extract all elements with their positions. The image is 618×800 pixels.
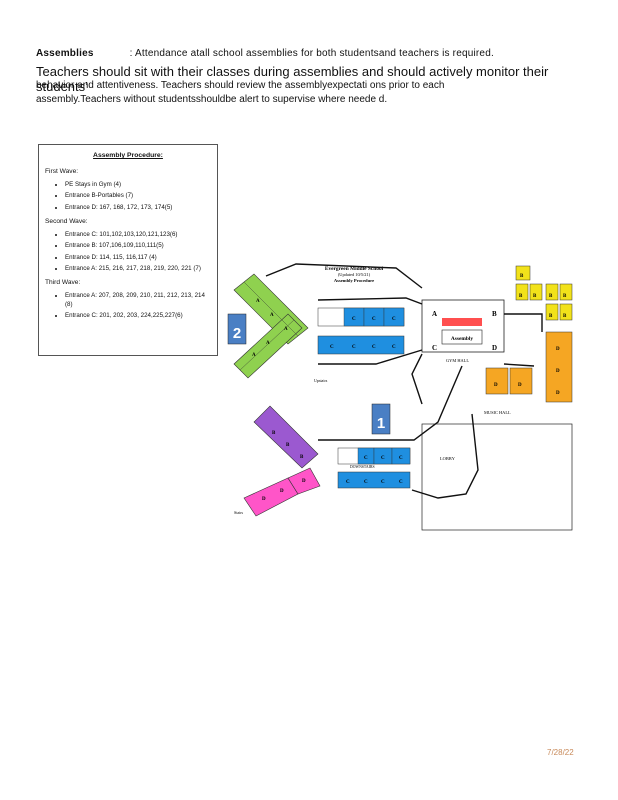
list-item: Entrance C: 101,102,103,120,121,123(6) <box>65 231 211 239</box>
third-wave-heading: Third Wave: <box>45 279 81 287</box>
svg-text:D: D <box>262 497 266 502</box>
map-updated: (Updated 10/5/21) <box>338 272 371 277</box>
svg-text:B: B <box>520 274 524 279</box>
assembly-box <box>441 329 483 345</box>
list-item: Entrance D: 114, 115, 116,117 (4) <box>65 254 211 262</box>
svg-text:A: A <box>270 313 274 318</box>
svg-text:B: B <box>563 314 567 319</box>
intro-sentence-2: Teachers should sit with their classes d… <box>36 64 549 94</box>
intro-line-1: Assemblies : Attendance atall school asse… <box>36 48 596 59</box>
svg-text:B: B <box>533 294 537 299</box>
floor-map-svg: Evergreen Middle School (Updated 10/5/21… <box>227 263 573 531</box>
svg-text:A: A <box>284 327 288 332</box>
route-arrows <box>265 263 543 499</box>
svg-text:D: D <box>556 391 560 396</box>
wing-a-rooms: A A A A A <box>233 273 309 379</box>
lobby-label: LOBBY <box>440 456 456 461</box>
footer-date: 7/28/22 <box>547 748 574 757</box>
downstairs-label: DOWNSTAIRS <box>350 465 375 469</box>
wall-2-number: 2 <box>233 325 241 342</box>
svg-text:C: C <box>381 456 385 461</box>
svg-text:C: C <box>392 317 396 322</box>
svg-text:A: A <box>252 353 256 358</box>
upstairs-label: Upstairs <box>314 378 328 383</box>
first-wave-list: PE Stays in Gym (4) Entrance B-Portables… <box>45 181 211 212</box>
svg-text:B: B <box>549 314 553 319</box>
list-item: PE Stays in Gym (4) <box>65 181 211 189</box>
lower-building <box>421 423 573 531</box>
second-wave-list: Entrance C: 101,102,103,120,121,123(6) E… <box>45 231 211 273</box>
svg-text:B: B <box>286 443 290 448</box>
svg-text:D: D <box>280 489 284 494</box>
svg-text:B: B <box>519 294 523 299</box>
list-item: Entrance D: 167, 168, 172, 173, 174(5) <box>65 204 211 212</box>
music-hall-label: MUSIC HALL <box>484 410 511 415</box>
svg-text:C: C <box>399 456 403 461</box>
assembly-label: Assembly <box>451 336 473 342</box>
school-floor-map: Evergreen Middle School (Updated 10/5/21… <box>226 254 578 540</box>
svg-text:A: A <box>432 310 437 318</box>
list-item: Entrance A: 215, 216, 217, 218, 219, 220… <box>65 265 211 273</box>
list-item: Entrance C: 201, 202, 203, 224,225,227(6… <box>65 312 211 320</box>
svg-text:B: B <box>300 455 304 460</box>
wall-2-marker <box>227 313 247 345</box>
svg-text:C: C <box>346 480 350 485</box>
map-title: Evergreen Middle School <box>325 266 384 272</box>
intro-line-3: behavior and attentiveness. Teachers sho… <box>36 80 445 91</box>
svg-text:D: D <box>518 383 522 388</box>
svg-text:C: C <box>352 345 356 350</box>
svg-text:D: D <box>492 344 497 352</box>
wing-d-rooms: D D D <box>243 467 321 517</box>
blue-c-rooms-upper: C C C C C C C <box>317 307 405 355</box>
svg-text:C: C <box>399 480 403 485</box>
first-wave-heading: First Wave: <box>45 168 79 176</box>
stage-marker <box>442 318 482 326</box>
svg-text:C: C <box>381 480 385 485</box>
svg-text:A: A <box>256 299 260 304</box>
svg-text:D: D <box>556 369 560 374</box>
map-subtitle: Assembly Procedure <box>334 278 374 283</box>
intro-line-4: assembly.Teachers without studentsshould… <box>36 94 388 105</box>
portable-rooms: B B B B B B B <box>515 265 573 321</box>
wall-1-number: 1 <box>377 415 385 432</box>
svg-text:B: B <box>272 431 276 436</box>
svg-text:C: C <box>352 317 356 322</box>
third-wave-list: Entrance A: 207, 208, 209, 210, 211, 212… <box>45 292 211 320</box>
svg-text:D: D <box>494 383 498 388</box>
wing-b-rooms: B B B <box>253 405 319 469</box>
blue-c-rooms-lower: C C C C C C C <box>337 447 411 489</box>
svg-text:C: C <box>330 345 334 350</box>
svg-text:C: C <box>392 345 396 350</box>
svg-text:D: D <box>556 347 560 352</box>
list-item: Entrance B-Portables (7) <box>65 192 211 200</box>
svg-text:A: A <box>266 341 270 346</box>
list-item: Entrance B: 107,106,109,110,111(5) <box>65 242 211 250</box>
svg-text:B: B <box>563 294 567 299</box>
svg-text:C: C <box>364 456 368 461</box>
gym-hall-label: GYM HALL <box>446 358 469 363</box>
wall-1-marker <box>371 403 391 435</box>
svg-text:C: C <box>372 345 376 350</box>
svg-text:C: C <box>372 317 376 322</box>
svg-text:C: C <box>432 344 437 352</box>
assembly-procedure-box: Assembly Procedure: First Wave: PE Stays… <box>38 144 218 356</box>
svg-text:B: B <box>492 310 497 318</box>
svg-text:C: C <box>364 480 368 485</box>
svg-text:D: D <box>302 479 306 484</box>
stairs-label: Stairs <box>234 510 244 515</box>
list-item: Entrance A: 207, 208, 209, 210, 211, 212… <box>65 292 211 309</box>
orange-d-rooms: D D D D D <box>485 331 573 403</box>
intro-sentence-1: : Attendance atall school assemblies for… <box>129 48 494 59</box>
second-wave-heading: Second Wave: <box>45 218 88 226</box>
procedure-title: Assembly Procedure: <box>93 152 163 159</box>
svg-text:B: B <box>549 294 553 299</box>
assemblies-label: Assemblies <box>36 48 94 59</box>
